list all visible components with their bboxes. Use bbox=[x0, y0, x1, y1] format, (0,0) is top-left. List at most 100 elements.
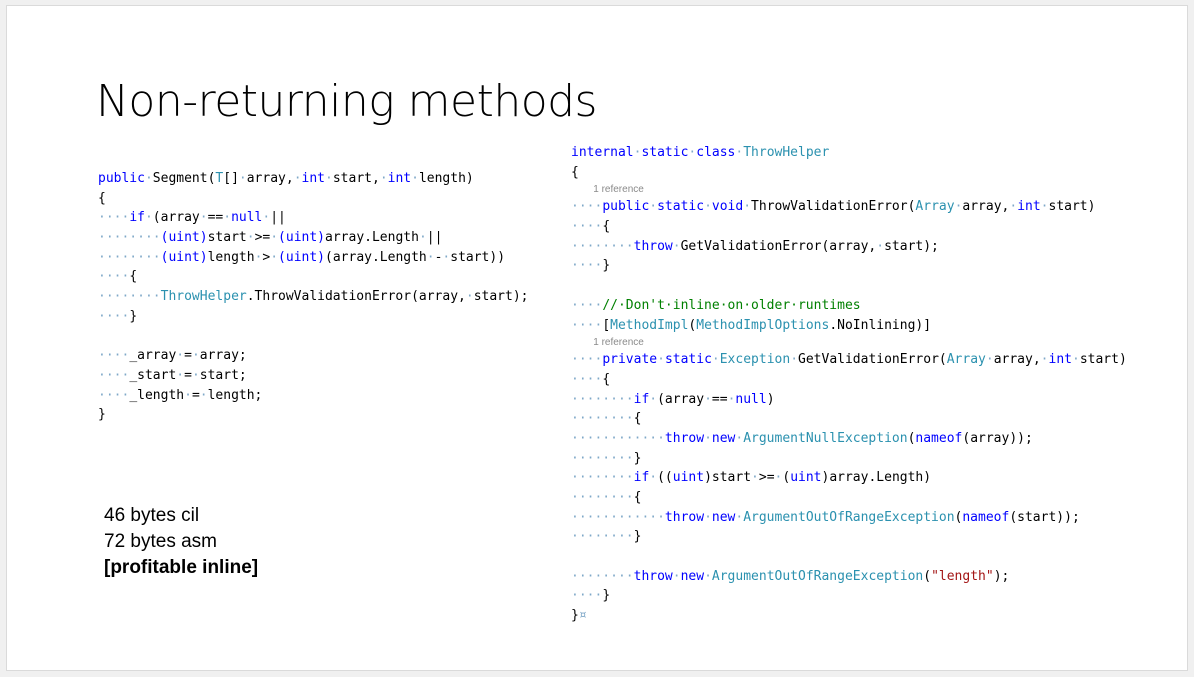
code-token: { bbox=[602, 219, 611, 235]
code-line: ····public·static·void·ThrowValidationEr… bbox=[571, 197, 1127, 217]
type-token: Array bbox=[915, 199, 955, 215]
whitespace-marker: · bbox=[199, 210, 208, 226]
code-line: ········(uint)start·>=·(uint)array.Lengt… bbox=[98, 228, 529, 248]
whitespace-marker: · bbox=[985, 352, 994, 368]
code-line: ············throw·new·ArgumentNullExcept… bbox=[571, 429, 1127, 449]
whitespace-marker: · bbox=[774, 470, 783, 486]
cil-size-text: 46 bytes cil bbox=[104, 505, 200, 526]
whitespace-marker: · bbox=[790, 352, 799, 368]
whitespace-marker: · bbox=[688, 145, 697, 160]
code-token: start); bbox=[473, 289, 529, 305]
whitespace-marker: · bbox=[411, 171, 419, 186]
code-line: ····private·static·Exception·GetValidati… bbox=[571, 350, 1127, 370]
whitespace-marker: · bbox=[176, 348, 185, 364]
whitespace-marker: ···· bbox=[98, 308, 130, 324]
whitespace-marker: · bbox=[191, 348, 200, 364]
type-token: ArgumentOutOfRangeException bbox=[711, 568, 924, 584]
whitespace-marker: ···· bbox=[98, 387, 130, 403]
code-line: ········throw·new·ArgumentOutOfRangeExce… bbox=[571, 567, 1127, 587]
whitespace-marker: ············ bbox=[571, 509, 665, 525]
whitespace-marker: ········ bbox=[98, 249, 161, 265]
code-token: array, bbox=[993, 352, 1041, 368]
whitespace-marker: · bbox=[426, 249, 435, 265]
keyword-token: nameof bbox=[915, 430, 963, 446]
code-line: ········} bbox=[571, 449, 1127, 469]
code-token: (array)); bbox=[962, 430, 1033, 446]
whitespace-marker: · bbox=[704, 199, 712, 215]
whitespace-marker: ···· bbox=[98, 269, 130, 285]
keyword-token: internal bbox=[571, 145, 634, 160]
code-line: { bbox=[571, 163, 1127, 183]
code-token: start, bbox=[332, 171, 380, 186]
code-token: array, bbox=[246, 171, 294, 186]
code-line: ····{ bbox=[571, 370, 1127, 390]
code-token: GetValidationError( bbox=[798, 352, 947, 368]
whitespace-marker: ········ bbox=[571, 411, 634, 427]
reference-codelens[interactable]: 1 reference bbox=[571, 184, 644, 196]
whitespace-marker: · bbox=[633, 145, 642, 160]
code-token: { bbox=[602, 371, 611, 387]
keyword-token: (uint) bbox=[160, 230, 208, 246]
whitespace-marker: ········ bbox=[571, 470, 634, 486]
reference-codelens[interactable]: 1 reference bbox=[571, 337, 644, 349]
whitespace-marker: · bbox=[254, 249, 263, 265]
whitespace-marker: ···· bbox=[571, 588, 603, 604]
whitespace-marker: · bbox=[743, 199, 752, 215]
code-token: [] bbox=[223, 171, 239, 186]
code-line bbox=[98, 327, 529, 347]
whitespace-marker: ········ bbox=[571, 490, 634, 505]
code-token: ThrowValidationError( bbox=[751, 199, 916, 215]
keyword-token: if bbox=[129, 210, 145, 226]
code-line: ····} bbox=[571, 586, 1127, 606]
whitespace-marker: ········ bbox=[571, 529, 634, 545]
keyword-token: private bbox=[602, 352, 658, 368]
code-line: ····//·Don't·inline·on·older·runtimes bbox=[571, 296, 1127, 316]
whitespace-marker: · bbox=[293, 171, 302, 186]
code-token: { bbox=[571, 164, 579, 180]
code-token: { bbox=[633, 490, 642, 505]
code-line: ········{ bbox=[571, 409, 1127, 429]
code-token: array; bbox=[199, 348, 247, 364]
code-token: = bbox=[184, 367, 192, 383]
code-line: internal·static·class·ThrowHelper bbox=[571, 143, 1127, 163]
keyword-token: if bbox=[633, 470, 650, 486]
code-token: { bbox=[633, 411, 642, 427]
keyword-token: uint bbox=[672, 470, 705, 486]
whitespace-marker: · bbox=[704, 430, 712, 446]
keyword-token: static bbox=[657, 199, 705, 215]
code-line: ····_array·=·array; bbox=[98, 346, 529, 366]
whitespace-marker: ···· bbox=[571, 317, 603, 333]
whitespace-marker: · bbox=[649, 470, 658, 486]
keyword-token: public bbox=[602, 199, 650, 215]
code-line: ····} bbox=[571, 256, 1127, 276]
whitespace-marker: ···· bbox=[571, 199, 603, 215]
code-token: start)) bbox=[450, 249, 506, 265]
whitespace-marker: · bbox=[735, 145, 744, 160]
whitespace-marker: · bbox=[735, 509, 744, 525]
type-token: ThrowHelper bbox=[160, 289, 247, 305]
type-token: Exception bbox=[719, 352, 791, 368]
keyword-token: throw bbox=[664, 509, 705, 525]
whitespace-marker: · bbox=[144, 171, 153, 186]
whitespace-marker: · bbox=[270, 249, 279, 265]
code-token: Segment( bbox=[152, 171, 216, 186]
whitespace-marker: ········ bbox=[98, 289, 161, 305]
whitespace-marker: · bbox=[1071, 352, 1080, 368]
whitespace-marker: · bbox=[191, 367, 200, 383]
code-token: == bbox=[207, 210, 224, 226]
code-token: length) bbox=[418, 171, 474, 186]
code-line: public·Segment(T[]·array,·int·start,·int… bbox=[98, 169, 529, 189]
code-line: } bbox=[98, 405, 529, 425]
comment-token: //·Don't·inline·on·older·runtimes bbox=[602, 297, 861, 313]
code-token: start) bbox=[1048, 199, 1096, 215]
keyword-token: class bbox=[696, 145, 736, 160]
whitespace-marker: · bbox=[751, 470, 759, 486]
code-token: start; bbox=[199, 367, 247, 383]
keyword-token: if bbox=[633, 391, 650, 407]
whitespace-marker: · bbox=[711, 352, 720, 368]
string-token: "length" bbox=[931, 568, 994, 584]
keyword-token: uint bbox=[790, 470, 822, 486]
code-token: } bbox=[602, 258, 611, 274]
code-token: == bbox=[711, 391, 728, 407]
type-token: MethodImplOptions bbox=[696, 317, 830, 333]
